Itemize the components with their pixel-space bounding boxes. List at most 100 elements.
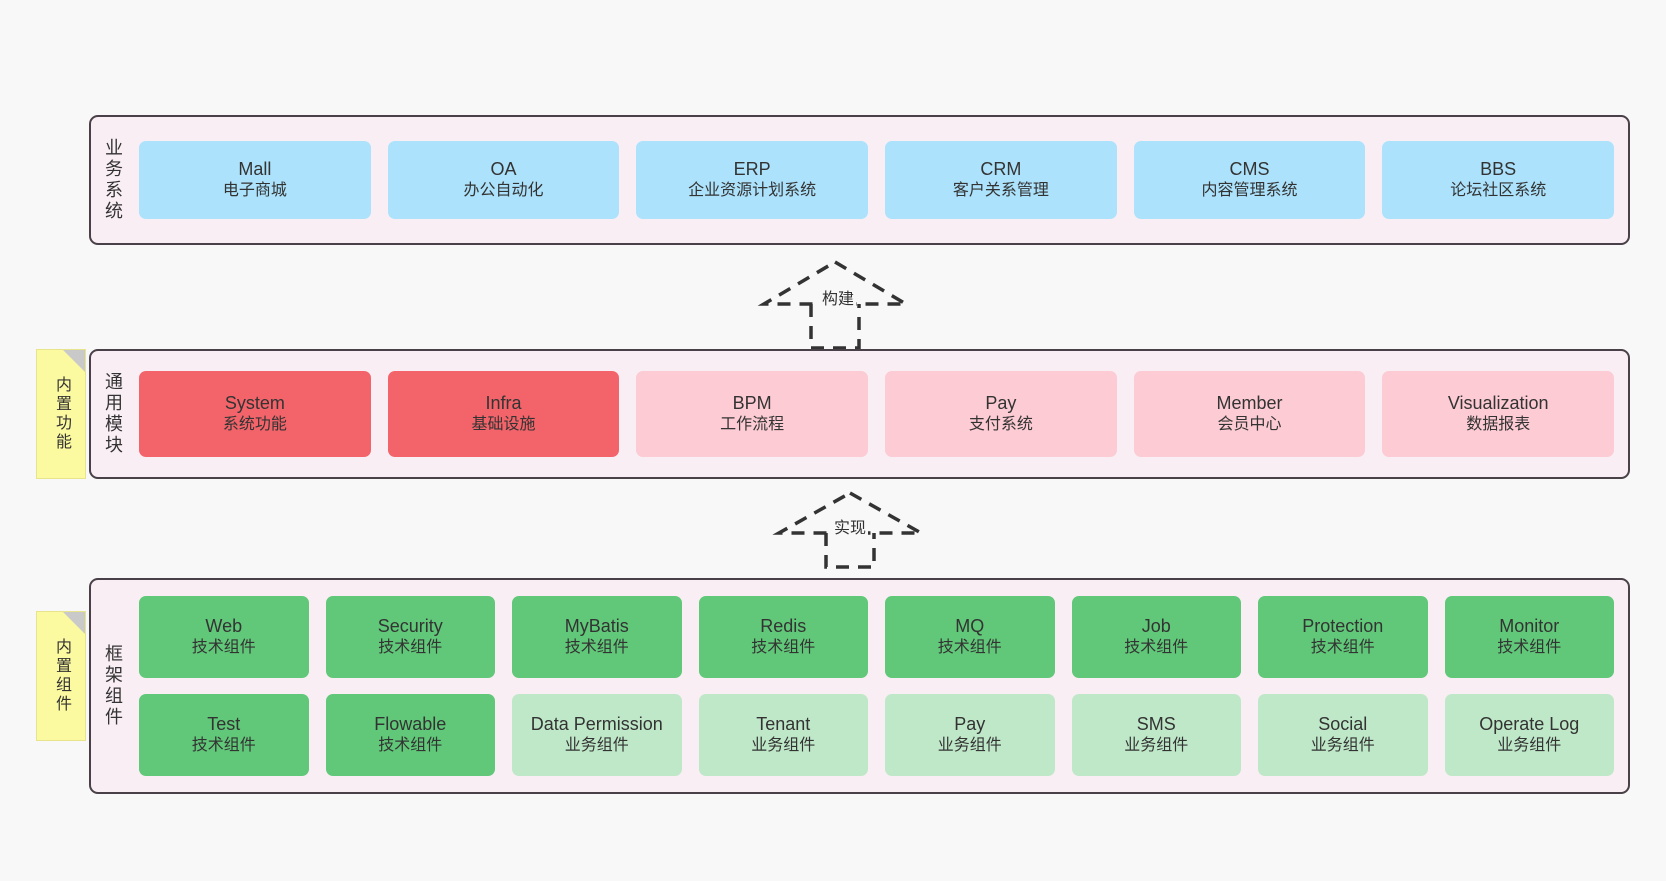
card-pay-component[interactable]: Pay 业务组件 <box>885 694 1055 776</box>
note-builtin-feature: 内置功能 <box>36 349 86 479</box>
card-title: Pay <box>985 393 1017 414</box>
card-title: Redis <box>760 616 807 637</box>
note-fold-icon <box>63 612 85 634</box>
card-web[interactable]: Web 技术组件 <box>139 596 309 678</box>
card-subtitle: 技术组件 <box>937 639 1002 657</box>
card-data-permission[interactable]: Data Permission 业务组件 <box>512 694 682 776</box>
layer-title-framework: 框架组件 <box>103 644 123 728</box>
card-title: Operate Log <box>1479 714 1580 735</box>
card-subtitle: 基础设施 <box>471 416 536 434</box>
card-mybatis[interactable]: MyBatis 技术组件 <box>512 596 682 678</box>
card-system[interactable]: System 系统功能 <box>139 371 371 457</box>
card-oa[interactable]: OA 办公自动化 <box>387 141 620 219</box>
card-title: MQ <box>955 616 985 637</box>
card-title: MyBatis <box>564 616 629 637</box>
card-tenant[interactable]: Tenant 业务组件 <box>698 694 868 776</box>
card-job[interactable]: Job 技术组件 <box>1071 596 1241 678</box>
card-infra[interactable]: Infra 基础设施 <box>387 371 620 457</box>
card-security[interactable]: Security 技术组件 <box>325 596 495 678</box>
card-member[interactable]: Member 会员中心 <box>1133 371 1366 457</box>
card-erp[interactable]: ERP 企业资源计划系统 <box>636 141 869 219</box>
layer-title-modules: 通用模块 <box>103 372 123 456</box>
card-title: CMS <box>1229 159 1270 180</box>
card-subtitle: 系统功能 <box>222 416 287 434</box>
card-title: Mall <box>238 159 272 180</box>
card-subtitle: 技术组件 <box>378 737 443 755</box>
card-row-framework-tech: Web 技术组件 Security 技术组件 MyBatis 技术组件 Redi… <box>139 596 1614 678</box>
card-subtitle: 数据报表 <box>1466 416 1531 434</box>
card-title: OA <box>490 159 517 180</box>
layer-common-modules: 通用模块 System 系统功能 Infra 基础设施 BPM 工作流程 Pay… <box>89 349 1630 479</box>
card-social[interactable]: Social 业务组件 <box>1258 694 1428 776</box>
card-subtitle: 会员中心 <box>1217 416 1282 434</box>
note-builtin-component: 内置组件 <box>36 611 86 741</box>
card-title: Infra <box>485 393 522 414</box>
note-fold-icon <box>63 350 85 372</box>
card-flowable[interactable]: Flowable 技术组件 <box>325 694 495 776</box>
layer-business-systems: 业务系统 Mall 电子商城 OA 办公自动化 ERP 企业资源计划系统 CRM… <box>89 115 1630 245</box>
card-bbs[interactable]: BBS 论坛社区系统 <box>1382 141 1615 219</box>
card-subtitle: 企业资源计划系统 <box>688 182 817 200</box>
card-title: SMS <box>1136 714 1176 735</box>
card-mall[interactable]: Mall 电子商城 <box>139 141 371 219</box>
card-title: System <box>224 393 285 414</box>
card-bpm[interactable]: BPM 工作流程 <box>636 371 869 457</box>
arrow-build-label: 构建 <box>820 291 857 308</box>
card-title: Pay <box>954 714 986 735</box>
card-protection[interactable]: Protection 技术组件 <box>1258 596 1428 678</box>
card-title: Member <box>1216 393 1283 414</box>
card-subtitle: 业务组件 <box>564 737 629 755</box>
card-title: BPM <box>732 393 772 414</box>
card-subtitle: 客户关系管理 <box>952 182 1049 200</box>
card-subtitle: 技术组件 <box>564 639 629 657</box>
card-row-modules: System 系统功能 Infra 基础设施 BPM 工作流程 Pay 支付系统… <box>139 371 1615 457</box>
card-subtitle: 业务组件 <box>1310 737 1375 755</box>
card-title: Monitor <box>1499 616 1560 637</box>
layer-body-modules: System 系统功能 Infra 基础设施 BPM 工作流程 Pay 支付系统… <box>135 351 1628 477</box>
generalization-arrow-icon <box>772 490 928 569</box>
card-title: Flowable <box>374 714 447 735</box>
card-title: Protection <box>1302 616 1384 637</box>
card-row-business: Mall 电子商城 OA 办公自动化 ERP 企业资源计划系统 CRM 客户关系… <box>139 141 1615 219</box>
generalization-arrow-icon <box>757 259 913 350</box>
card-sms[interactable]: SMS 业务组件 <box>1071 694 1241 776</box>
card-title: BBS <box>1480 159 1517 180</box>
card-title: Test <box>207 714 241 735</box>
card-subtitle: 支付系统 <box>968 416 1033 434</box>
layer-title-business: 业务系统 <box>103 138 123 222</box>
layer-body-framework: Web 技术组件 Security 技术组件 MyBatis 技术组件 Redi… <box>135 580 1628 792</box>
card-monitor[interactable]: Monitor 技术组件 <box>1444 596 1614 678</box>
card-subtitle: 业务组件 <box>937 737 1002 755</box>
card-subtitle: 技术组件 <box>1124 639 1189 657</box>
layer-body-business: Mall 电子商城 OA 办公自动化 ERP 企业资源计划系统 CRM 客户关系… <box>135 117 1628 243</box>
card-subtitle: 办公自动化 <box>463 182 544 200</box>
card-row-framework-business: Test 技术组件 Flowable 技术组件 Data Permission … <box>139 694 1614 776</box>
card-subtitle: 业务组件 <box>751 737 816 755</box>
card-test[interactable]: Test 技术组件 <box>139 694 309 776</box>
card-cms[interactable]: CMS 内容管理系统 <box>1133 141 1366 219</box>
card-subtitle: 业务组件 <box>1124 737 1189 755</box>
card-title: Visualization <box>1447 393 1549 414</box>
arrow-implement: 实现 <box>772 489 928 569</box>
card-visualization[interactable]: Visualization 数据报表 <box>1382 371 1615 457</box>
card-subtitle: 工作流程 <box>720 416 785 434</box>
card-title: Web <box>205 616 243 637</box>
card-title: Security <box>377 616 443 637</box>
card-title: Social <box>1318 714 1368 735</box>
card-subtitle: 技术组件 <box>751 639 816 657</box>
card-title: ERP <box>733 159 771 180</box>
note-label: 内置组件 <box>53 638 70 714</box>
card-title: Job <box>1141 616 1171 637</box>
card-subtitle: 技术组件 <box>378 639 443 657</box>
card-operate-log[interactable]: Operate Log 业务组件 <box>1444 694 1614 776</box>
card-crm[interactable]: CRM 客户关系管理 <box>885 141 1117 219</box>
card-subtitle: 论坛社区系统 <box>1450 182 1547 200</box>
card-redis[interactable]: Redis 技术组件 <box>698 596 868 678</box>
card-mq[interactable]: MQ 技术组件 <box>885 596 1055 678</box>
layer-framework-components: 框架组件 Web 技术组件 Security 技术组件 MyBatis 技术组件… <box>89 578 1630 794</box>
card-pay-module[interactable]: Pay 支付系统 <box>885 371 1117 457</box>
card-title: Data Permission <box>530 714 663 735</box>
card-subtitle: 电子商城 <box>222 182 287 200</box>
card-title: CRM <box>980 159 1022 180</box>
